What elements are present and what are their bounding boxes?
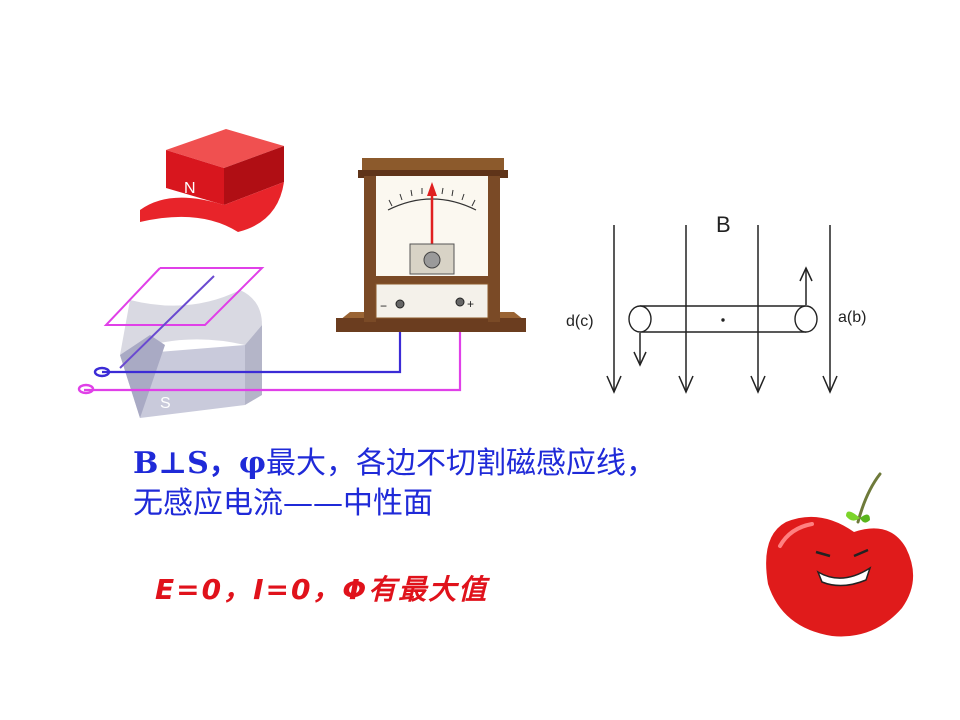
velocity-arrows [633,266,813,367]
caption-line-1: B⊥S，φ最大，各边不切割磁感应线， [133,446,656,482]
south-pole-label: S [160,395,171,412]
meter-minus-label: − [380,299,387,313]
magnetic-field-lines [606,225,838,394]
caption-line-2: 无感应电流——中性面 [133,486,433,521]
north-pole-label: N [184,180,196,197]
galvanometer: − + [336,158,526,332]
field-label: B [716,212,731,237]
meter-plus-label: + [467,297,474,311]
slip-rings [77,366,111,395]
caption-rest: 最大，各边不切割磁感应线， [265,446,656,481]
loop-cross-section [628,305,818,333]
coil-loop [103,267,265,369]
north-magnet: N [140,129,284,232]
caption-bold-part: B⊥S，φ [133,446,266,481]
formula-text: E=0，I=0，Φ有最大值 [155,573,489,606]
side-dc-label: d(c) [566,313,594,330]
side-ab-label: a(b) [838,309,866,326]
